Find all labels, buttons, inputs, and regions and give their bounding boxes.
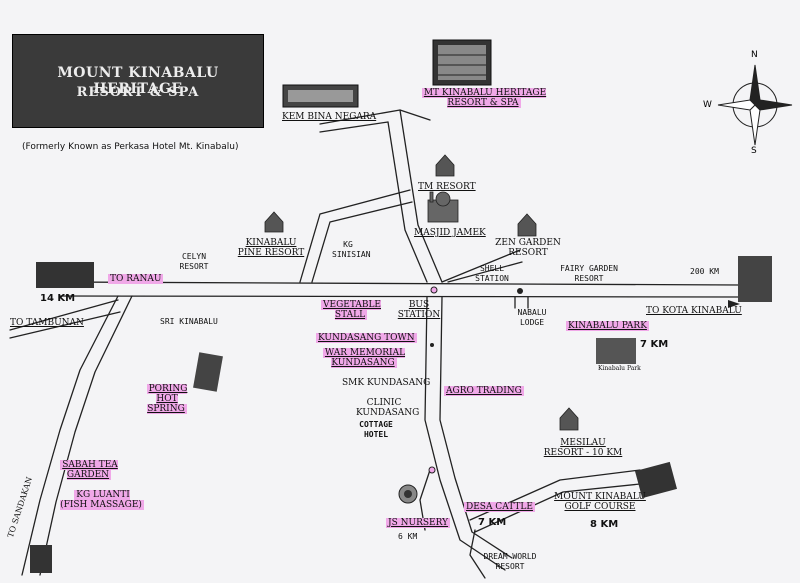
label-sri-kinabalu: SRI KINABALU	[160, 317, 218, 326]
label-clinic-kundasang: CLINIC KUNDASANG	[356, 398, 420, 418]
label-park-sign: Kinabalu Park	[598, 365, 641, 372]
title-line-2: RESORT & SPA	[76, 85, 200, 100]
label-bus-station: BUS STATION	[397, 300, 441, 320]
photo-thumbnail-icon	[193, 352, 223, 392]
house-icon	[559, 407, 579, 431]
label-cottage-hotel: COTTAGE HOTEL	[359, 420, 393, 439]
label-mt-kinabalu-heritage: MT KINABALU HERITAGE RESORT & SPA	[421, 88, 547, 108]
junction-marker	[430, 286, 438, 294]
compass-rose-icon	[717, 64, 793, 146]
hotel-building-icon	[282, 84, 359, 108]
highway-road-bottom	[59, 295, 741, 298]
label-7-km-desa: 7 KM	[478, 517, 507, 528]
label-poring-hot-spring: PORING HOT SPRING	[146, 384, 188, 414]
hotel-building-icon	[432, 39, 492, 86]
label-celyn-resort: CELYN RESORT	[179, 252, 209, 271]
house-icon	[264, 211, 284, 233]
highway-road-top	[59, 281, 741, 286]
label-fairy-garden: FAIRY GARDEN RESORT	[560, 264, 618, 283]
label-desa-cattle: DESA CATTLE	[464, 502, 535, 512]
label-smk-kundasang: SMK KUNDASANG	[342, 378, 431, 388]
mosque-icon	[427, 191, 459, 223]
label-kg-sinisian: KG SINISIAN	[332, 240, 371, 259]
label-kinabalu-pine: KINABALU PINE RESORT	[237, 238, 305, 258]
label-tm-resort: TM RESORT	[418, 182, 476, 192]
rose-flower-icon	[398, 484, 418, 504]
label-7-km-park: 7 KM	[640, 339, 669, 350]
compass-n: N	[751, 50, 758, 60]
label-war-memorial: WAR MEMORIAL KUNDASANG	[322, 348, 406, 368]
title-line-1: MOUNT KINABALU HERITAGE	[57, 65, 219, 97]
label-shell-station: SHELL STATION	[475, 264, 509, 283]
label-to-kota-kinabalu: TO KOTA KINABALU	[646, 306, 742, 316]
label-to-ranau: TO RANAU	[108, 274, 164, 284]
label-kem-bina-negara: KEM BINA NEGARA	[282, 112, 377, 122]
label-6-km: 6 KM	[398, 532, 418, 541]
photo-thumbnail-icon	[738, 256, 772, 302]
label-200-km: 200 KM	[690, 267, 719, 276]
label-mesilau-resort: MESILAU RESORT - 10 KM	[543, 438, 623, 458]
compass-w: W	[703, 100, 712, 110]
label-dream-world: DREAM WORLD RESORT	[483, 552, 537, 571]
compass-s: S	[751, 146, 757, 156]
photo-thumbnail-icon	[36, 262, 94, 288]
label-golf-course: MOUNT KINABALU GOLF COURSE	[554, 492, 646, 512]
photo-thumbnail-icon	[30, 545, 52, 573]
house-icon	[435, 154, 455, 177]
label-8-km: 8 KM	[590, 519, 619, 530]
label-kinabalu-park: KINABALU PARK	[566, 321, 649, 331]
house-icon	[517, 213, 537, 237]
label-masjid-jamek: MASJID JAMEK	[414, 228, 486, 238]
label-kundasang-town: KUNDASANG TOWN	[316, 333, 417, 343]
label-sabah-tea-garden: SABAH TEA GARDEN	[60, 460, 118, 480]
photo-thumbnail-icon	[634, 461, 678, 499]
label-zen-garden: ZEN GARDEN RESORT	[495, 238, 561, 258]
label-js-nursery: JS NURSERY	[386, 518, 451, 528]
title-banner: MOUNT KINABALU HERITAGE RESORT & SPA	[12, 34, 264, 128]
label-kg-luanti: KG LUANTI (FISH MASSAGE)	[60, 490, 144, 510]
sandakan-road-left	[21, 295, 119, 576]
photo-thumbnail-icon	[596, 338, 636, 364]
label-vegetable-stall: VEGETABLE STALL	[321, 300, 381, 320]
label-nabalu-lodge: NABALU LODGE	[517, 308, 547, 327]
subtitle: (Formerly Known as Perkasa Hotel Mt. Kin…	[22, 142, 239, 152]
label-to-tambunan: TO TAMBUNAN	[10, 318, 84, 328]
label-agro-trading: AGRO TRADING	[444, 386, 524, 396]
label-14-km: 14 KM	[40, 293, 76, 304]
sandakan-road-right	[39, 295, 133, 576]
